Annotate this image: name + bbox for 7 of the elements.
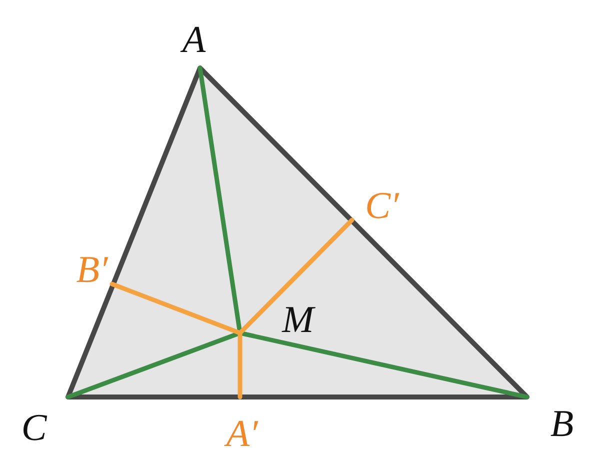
point-label: C′ [365,187,399,225]
point-label: A [182,21,206,59]
point-label: B′ [76,251,108,289]
point-label: C [21,409,47,447]
point-label: A′ [226,415,258,453]
point-label: M [282,301,314,339]
point-label: B [550,405,574,443]
